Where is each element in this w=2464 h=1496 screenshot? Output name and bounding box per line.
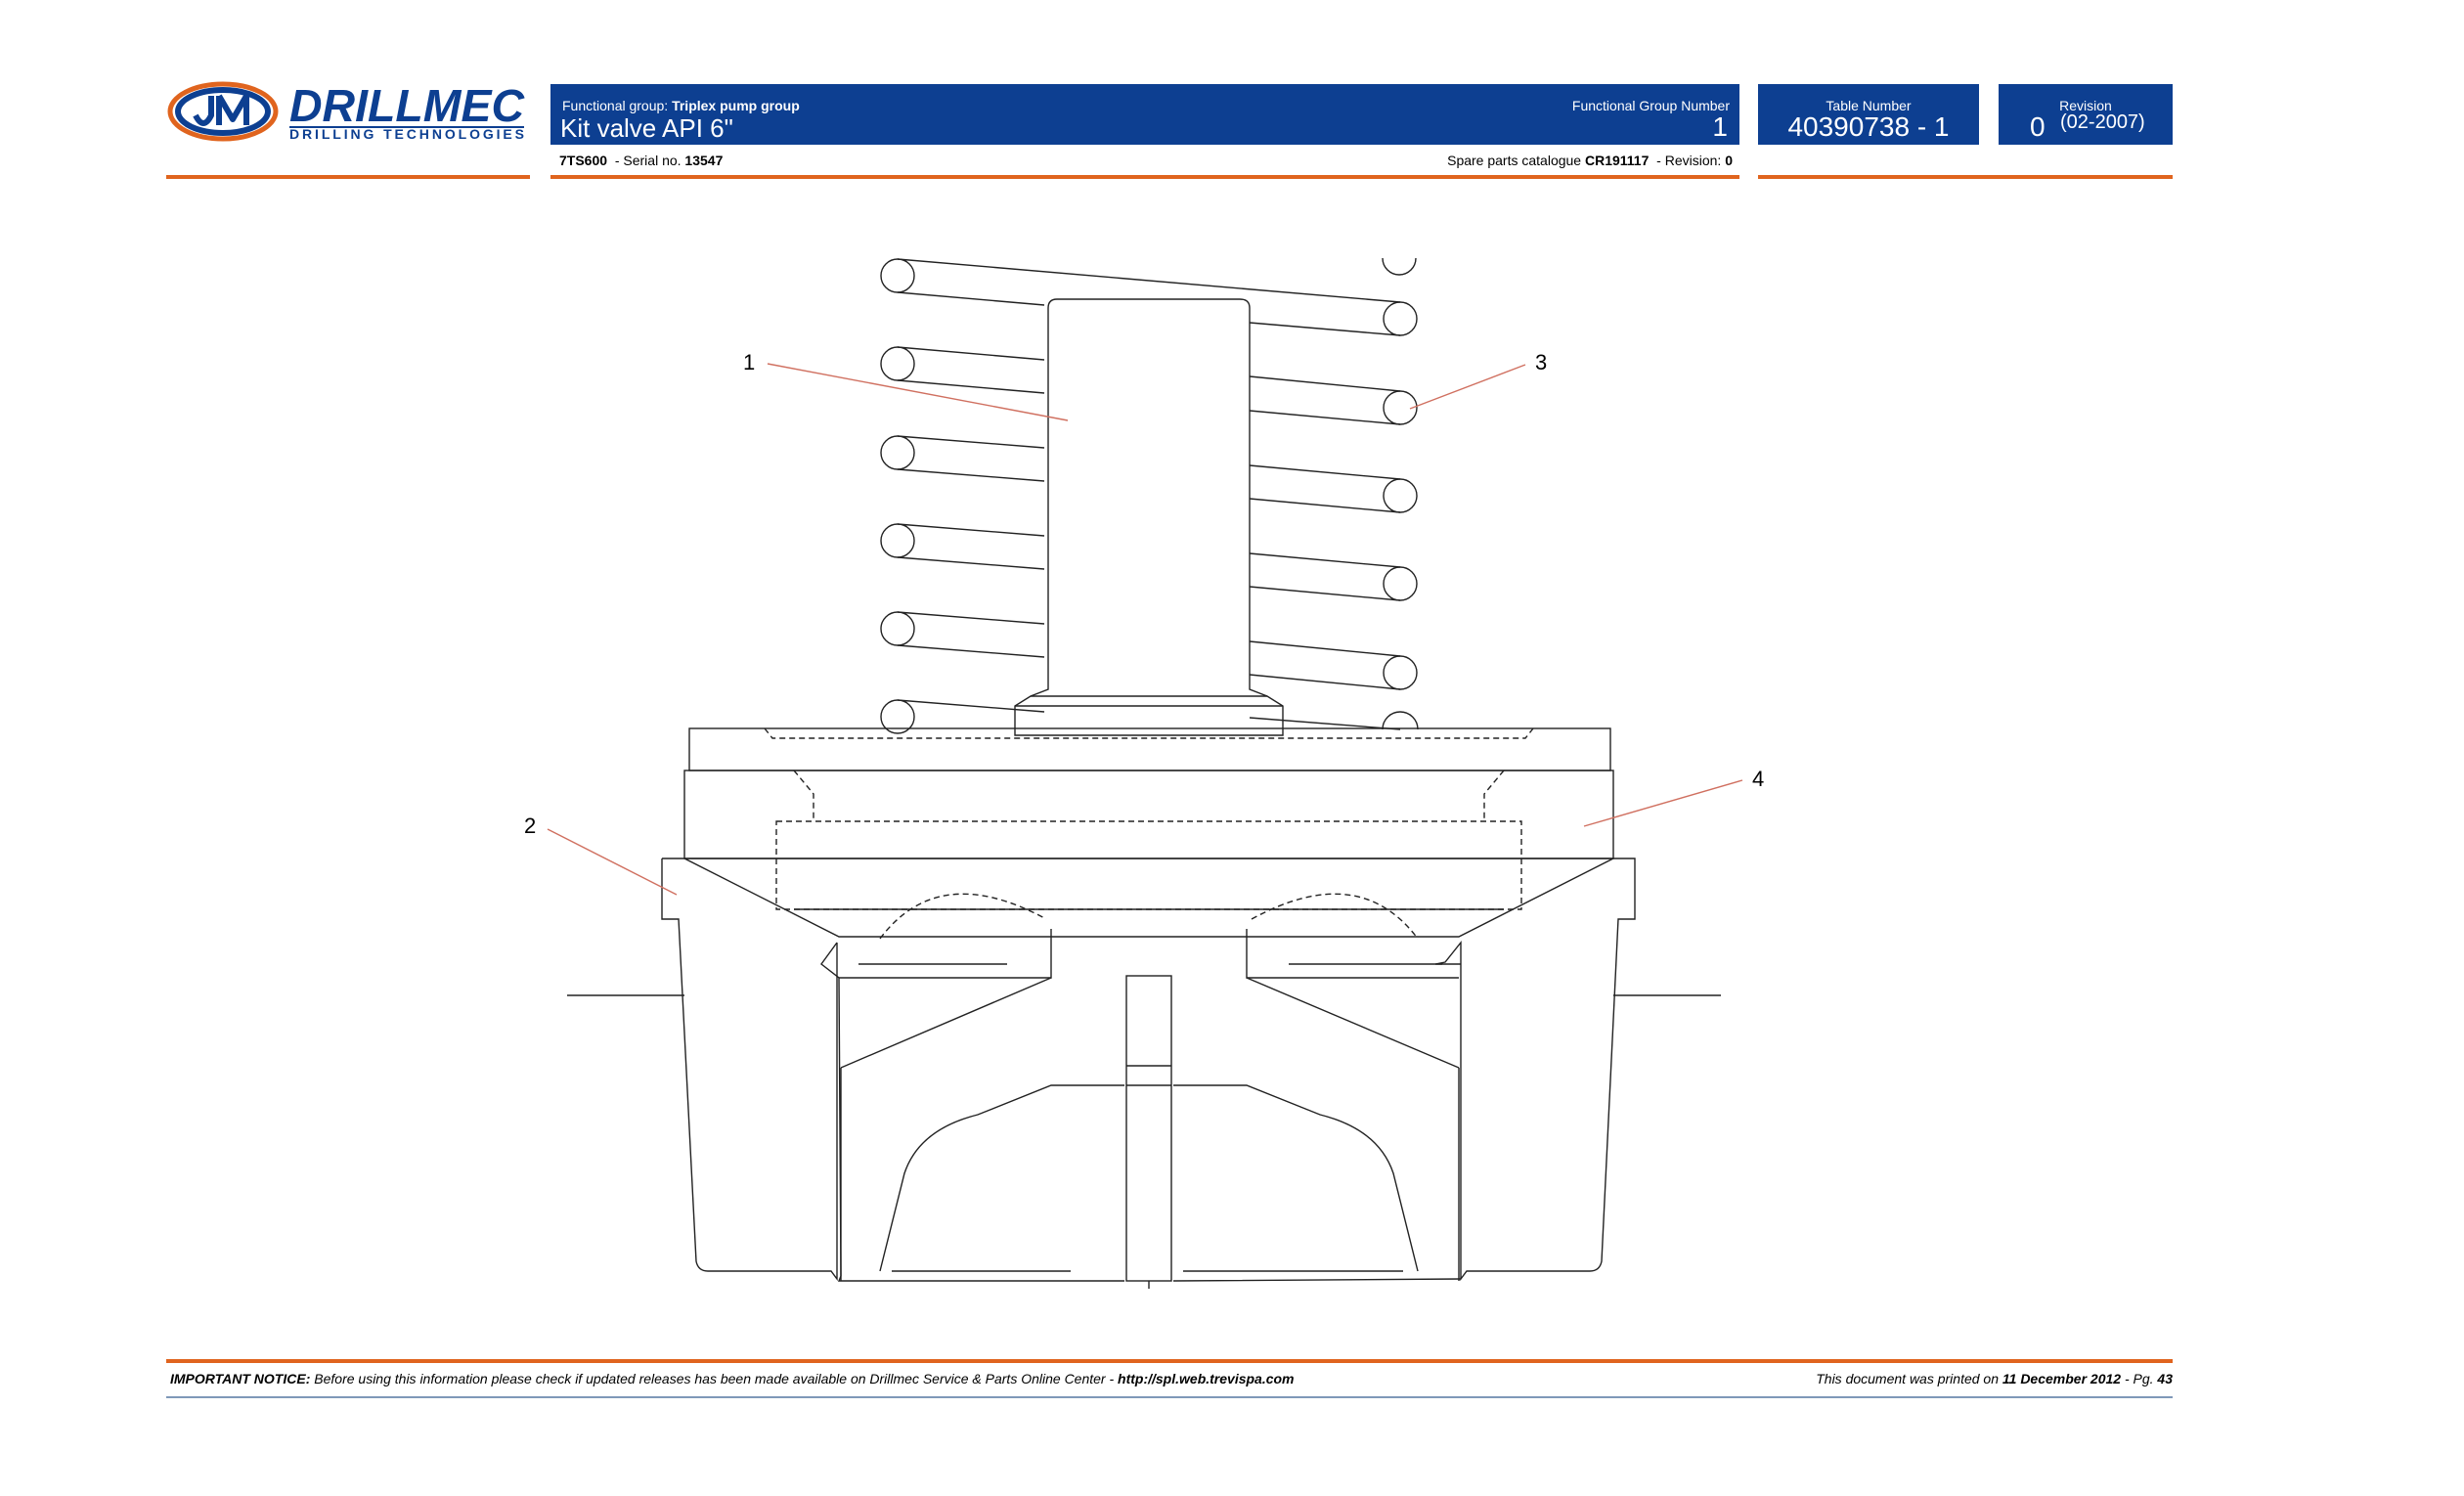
brand-name: DRILLMEC — [289, 80, 525, 131]
catalogue-info: Spare parts catalogue CR191117 - Revisio… — [1447, 153, 1733, 168]
print-info: This document was printed on 11 December… — [1816, 1371, 2173, 1386]
spring-coils-left — [880, 258, 915, 734]
page-title: Kit valve API 6" — [560, 113, 733, 143]
title-box: Functional group: Triplex pump group Kit… — [550, 84, 1739, 145]
functional-group: Functional group: Triplex pump group — [562, 98, 800, 113]
callout-3: 3 — [1535, 350, 1548, 374]
footer-bottom-rule — [166, 1396, 2173, 1398]
revision-box: Revision 0 (02-2007) — [1999, 84, 2173, 145]
header-rule-right — [1758, 175, 2173, 179]
revision-number: 0 — [2030, 111, 2046, 142]
header-rule-left — [166, 175, 530, 179]
center-shaft — [1125, 975, 1172, 1282]
callout-1: 1 — [743, 350, 756, 374]
table-number-box: Table Number 40390738 - 1 — [1758, 84, 1979, 145]
important-notice: IMPORTANT NOTICE: Before using this info… — [170, 1371, 1295, 1386]
valve-stem — [1014, 298, 1284, 736]
valve-seat — [661, 858, 1636, 1282]
drillmec-logo: DRILLMEC DRILLING TECHNOLOGIES — [164, 76, 531, 147]
footer-rule — [166, 1359, 2173, 1363]
drillmec-logo-icon: DRILLMEC DRILLING TECHNOLOGIES — [167, 80, 525, 142]
valve-body — [683, 770, 1614, 859]
functional-group-number-label: Functional Group Number — [1571, 98, 1730, 113]
leader-lines — [547, 363, 1743, 896]
revision-date: (02-2007) — [2060, 111, 2145, 133]
service-url-link[interactable]: http://spl.web.trevispa.com — [1118, 1371, 1295, 1386]
callout-2: 2 — [524, 814, 537, 838]
table-number: 40390738 - 1 — [1787, 111, 1950, 142]
revision-label: Revision — [2059, 98, 2112, 113]
spring-coils-right — [1382, 257, 1419, 730]
functional-group-number: 1 — [1712, 111, 1728, 142]
callout-4: 4 — [1752, 767, 1765, 791]
page-number: 43 — [2157, 1371, 2173, 1386]
header-rule-center — [550, 175, 1739, 179]
spring-wires — [897, 258, 1401, 730]
model-serial: 7TS600 - Serial no. 13547 — [559, 153, 724, 168]
table-number-label: Table Number — [1826, 98, 1912, 113]
